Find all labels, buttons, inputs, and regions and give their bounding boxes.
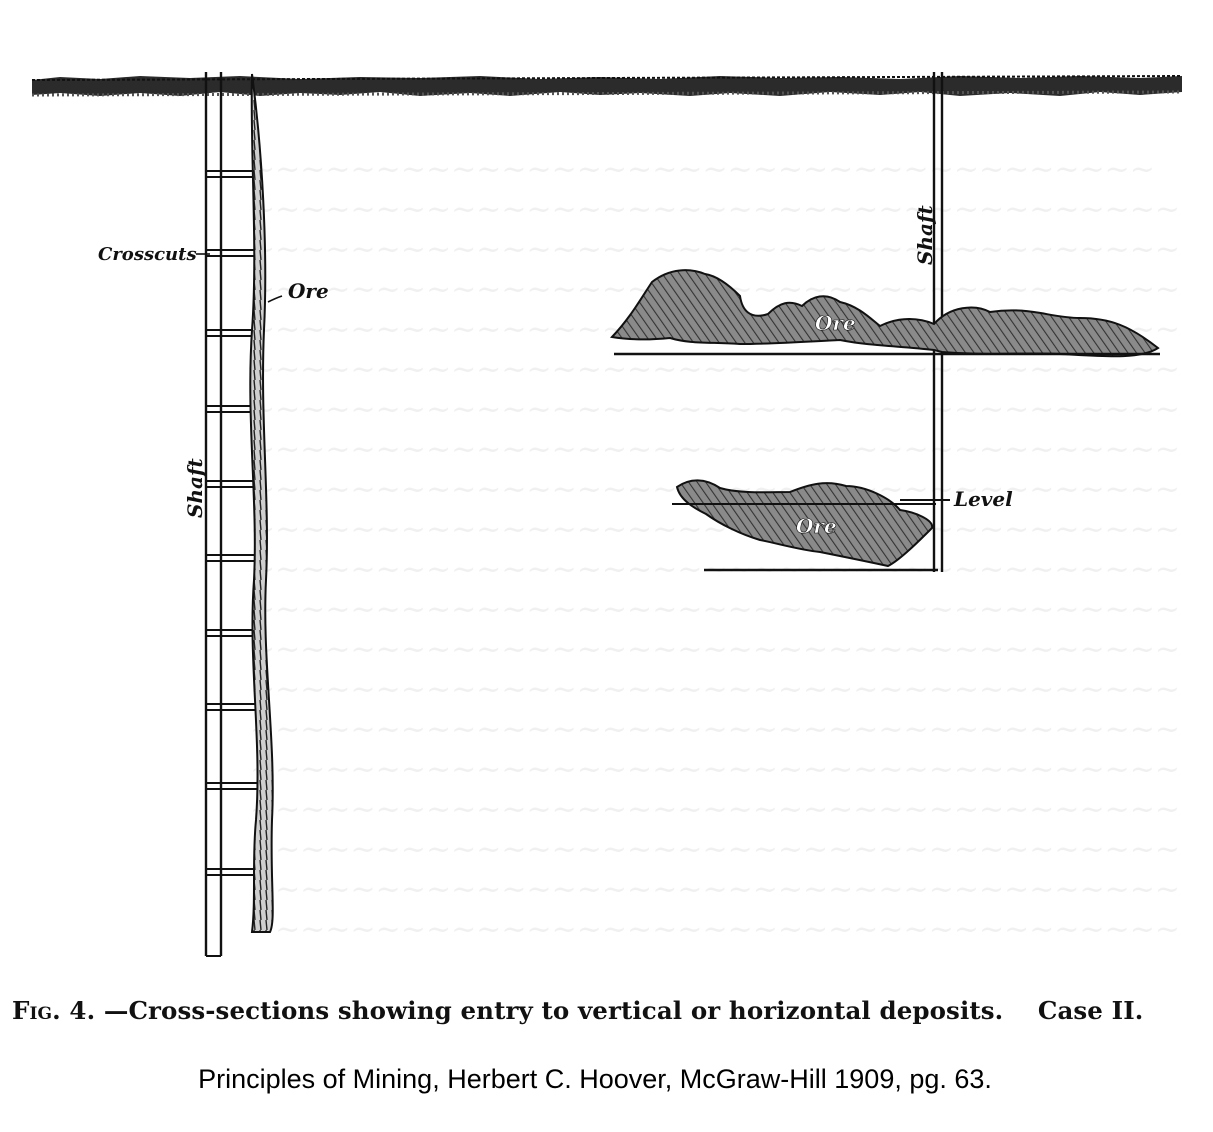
crosscut-9 [206,782,262,790]
caption-case: Case II. [1037,996,1144,1025]
shaft-right-label: Shaft [913,204,937,265]
ore-lower-label: Ore [796,514,837,538]
lower-ore-body [672,479,938,572]
crosscut-8 [206,703,262,711]
crosscut-10 [206,868,262,876]
caption-text: —Cross-sections showing entry to vertica… [103,996,1004,1025]
ground-surface [31,75,1183,97]
crosscut-2 [206,249,262,257]
vertical-ore-vein [249,73,274,933]
figure-number: Fig. 4. [12,996,96,1025]
crosscut-6 [206,554,262,562]
crosscuts-label: Crosscuts [98,244,197,265]
source-citation: Principles of Mining, Herbert C. Hoover,… [198,1064,992,1094]
level-label: Level [953,487,1013,511]
label-pointers [196,253,283,303]
left-vertical-shaft [204,72,223,957]
shaft-left-label: Shaft [183,457,207,518]
ore-upper-label: Ore [815,311,856,335]
upper-ore-body [609,269,1160,358]
figure-caption: Fig. 4. —Cross-sections showing entry to… [12,996,1212,1025]
level-pointer [900,486,950,504]
ore-vertical-label: Ore [288,279,329,303]
